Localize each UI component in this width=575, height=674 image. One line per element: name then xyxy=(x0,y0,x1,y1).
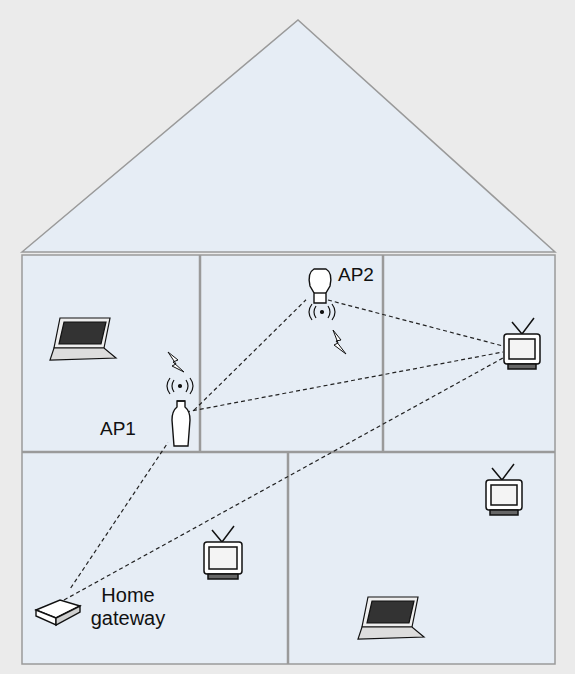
laptop-icon xyxy=(50,318,116,360)
access-point-icon xyxy=(168,400,194,446)
radio-waves xyxy=(167,304,335,394)
wall xyxy=(382,255,385,452)
device-label: AP2 xyxy=(338,264,398,286)
device-label: Home gateway xyxy=(78,584,178,630)
icon-outline xyxy=(172,401,190,446)
access-point: AP2 xyxy=(306,268,334,304)
house-body xyxy=(22,255,555,664)
laptop-icon xyxy=(358,597,424,639)
home-gateway: Home gateway xyxy=(34,588,82,626)
wall xyxy=(287,452,290,664)
device-label: AP1 xyxy=(100,418,160,440)
tv-icon xyxy=(204,526,242,579)
wireless-link xyxy=(64,300,503,600)
icon-outline xyxy=(36,610,56,625)
icon-outline xyxy=(314,292,326,293)
lightning-symbol xyxy=(168,330,346,372)
icon-outline xyxy=(309,269,331,303)
tv-icon xyxy=(504,318,540,369)
wall xyxy=(199,255,202,452)
wireless-link xyxy=(71,442,168,588)
home-gateway-icon xyxy=(34,588,82,626)
wireless-link xyxy=(194,300,306,410)
access-point: AP1 xyxy=(168,400,194,446)
roof xyxy=(22,20,555,252)
tv-icon xyxy=(486,464,522,515)
icon-outline xyxy=(177,400,185,401)
icon-outline xyxy=(56,606,80,625)
access-point-icon xyxy=(306,268,334,304)
